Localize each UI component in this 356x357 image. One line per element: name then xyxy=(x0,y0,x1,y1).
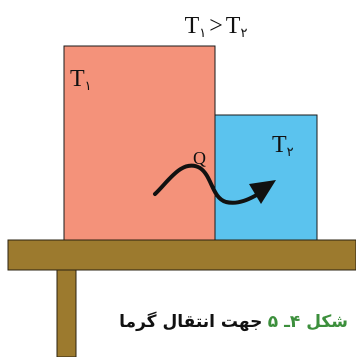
caption-figure-number: شکل ۴ـ ۵ xyxy=(268,312,348,332)
relation-right-T: T xyxy=(226,13,241,39)
hot-block xyxy=(64,46,215,240)
table-leg xyxy=(57,270,76,357)
figure-caption: شکل ۴ـ ۵ جهت انتقال گرما xyxy=(119,311,348,332)
cold-block-sub: ۲ xyxy=(287,144,294,159)
relation-left-sub: ۱ xyxy=(199,25,206,40)
caption-text: جهت انتقال گرما xyxy=(119,311,262,332)
cold-block xyxy=(215,115,317,240)
relation-operator: > xyxy=(209,13,223,39)
hot-block-sub: ۱ xyxy=(85,78,92,93)
temperature-relation: T۱>T۲ xyxy=(185,13,248,40)
hot-block-T: T xyxy=(70,66,85,92)
relation-right-sub: ۲ xyxy=(240,25,247,40)
relation-left-T: T xyxy=(185,13,200,39)
table-top xyxy=(8,240,356,270)
cold-block-T: T xyxy=(272,132,287,158)
